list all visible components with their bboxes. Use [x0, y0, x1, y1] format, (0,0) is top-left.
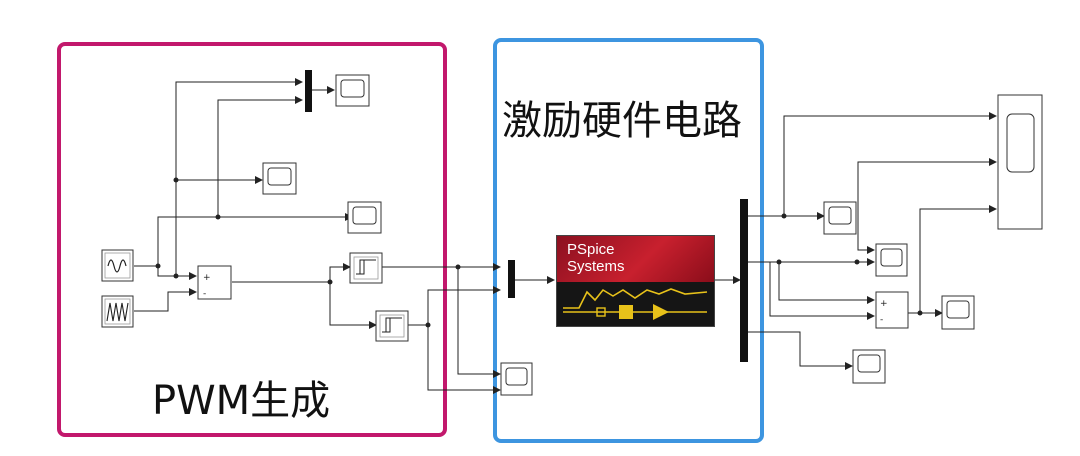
pspice-banner: [557, 236, 714, 282]
demux-output[interactable]: [740, 199, 748, 362]
hardware-region-border: [493, 38, 764, 443]
triangle-wave-source[interactable]: [101, 295, 134, 328]
scope-output-4[interactable]: [852, 349, 886, 384]
relay-block-2[interactable]: [375, 310, 409, 342]
scope-output-1[interactable]: [823, 201, 857, 235]
sum-sign-plus: +: [203, 273, 211, 283]
sine-wave-source[interactable]: [101, 249, 134, 282]
sum-block-output[interactable]: + -: [875, 291, 909, 329]
junction-dots: [155, 177, 923, 328]
sum-sign-plus: +: [880, 299, 888, 309]
pwm-region-label: PWM生成: [152, 378, 331, 424]
scope-output-3[interactable]: [941, 295, 975, 330]
pwm-region-border: [57, 42, 447, 437]
relay-block-1[interactable]: [349, 252, 383, 284]
mux-pwm[interactable]: [305, 70, 312, 112]
scope-pwm-1[interactable]: [335, 74, 370, 107]
scope-output-large[interactable]: [997, 94, 1043, 230]
scope-output-2[interactable]: [875, 243, 908, 277]
scope-pwm-3[interactable]: [347, 201, 382, 234]
pwm-wires: [134, 78, 501, 394]
sum-sign-minus: -: [880, 315, 883, 325]
sum-sign-minus: -: [203, 289, 206, 299]
output-wires: [748, 112, 997, 370]
scope-hardware[interactable]: [500, 362, 533, 396]
pspice-systems-block[interactable]: PSpice Systems: [556, 235, 715, 327]
sum-block-pwm[interactable]: + -: [197, 265, 232, 300]
pspice-title-line2: Systems: [567, 258, 625, 275]
pspice-waveform-icon: [563, 288, 708, 320]
pspice-title-line1: PSpice: [567, 241, 615, 258]
mux-hardware-input[interactable]: [508, 260, 515, 298]
hardware-region-label: 激励硬件电路: [502, 98, 742, 144]
scope-pwm-2[interactable]: [262, 162, 297, 195]
